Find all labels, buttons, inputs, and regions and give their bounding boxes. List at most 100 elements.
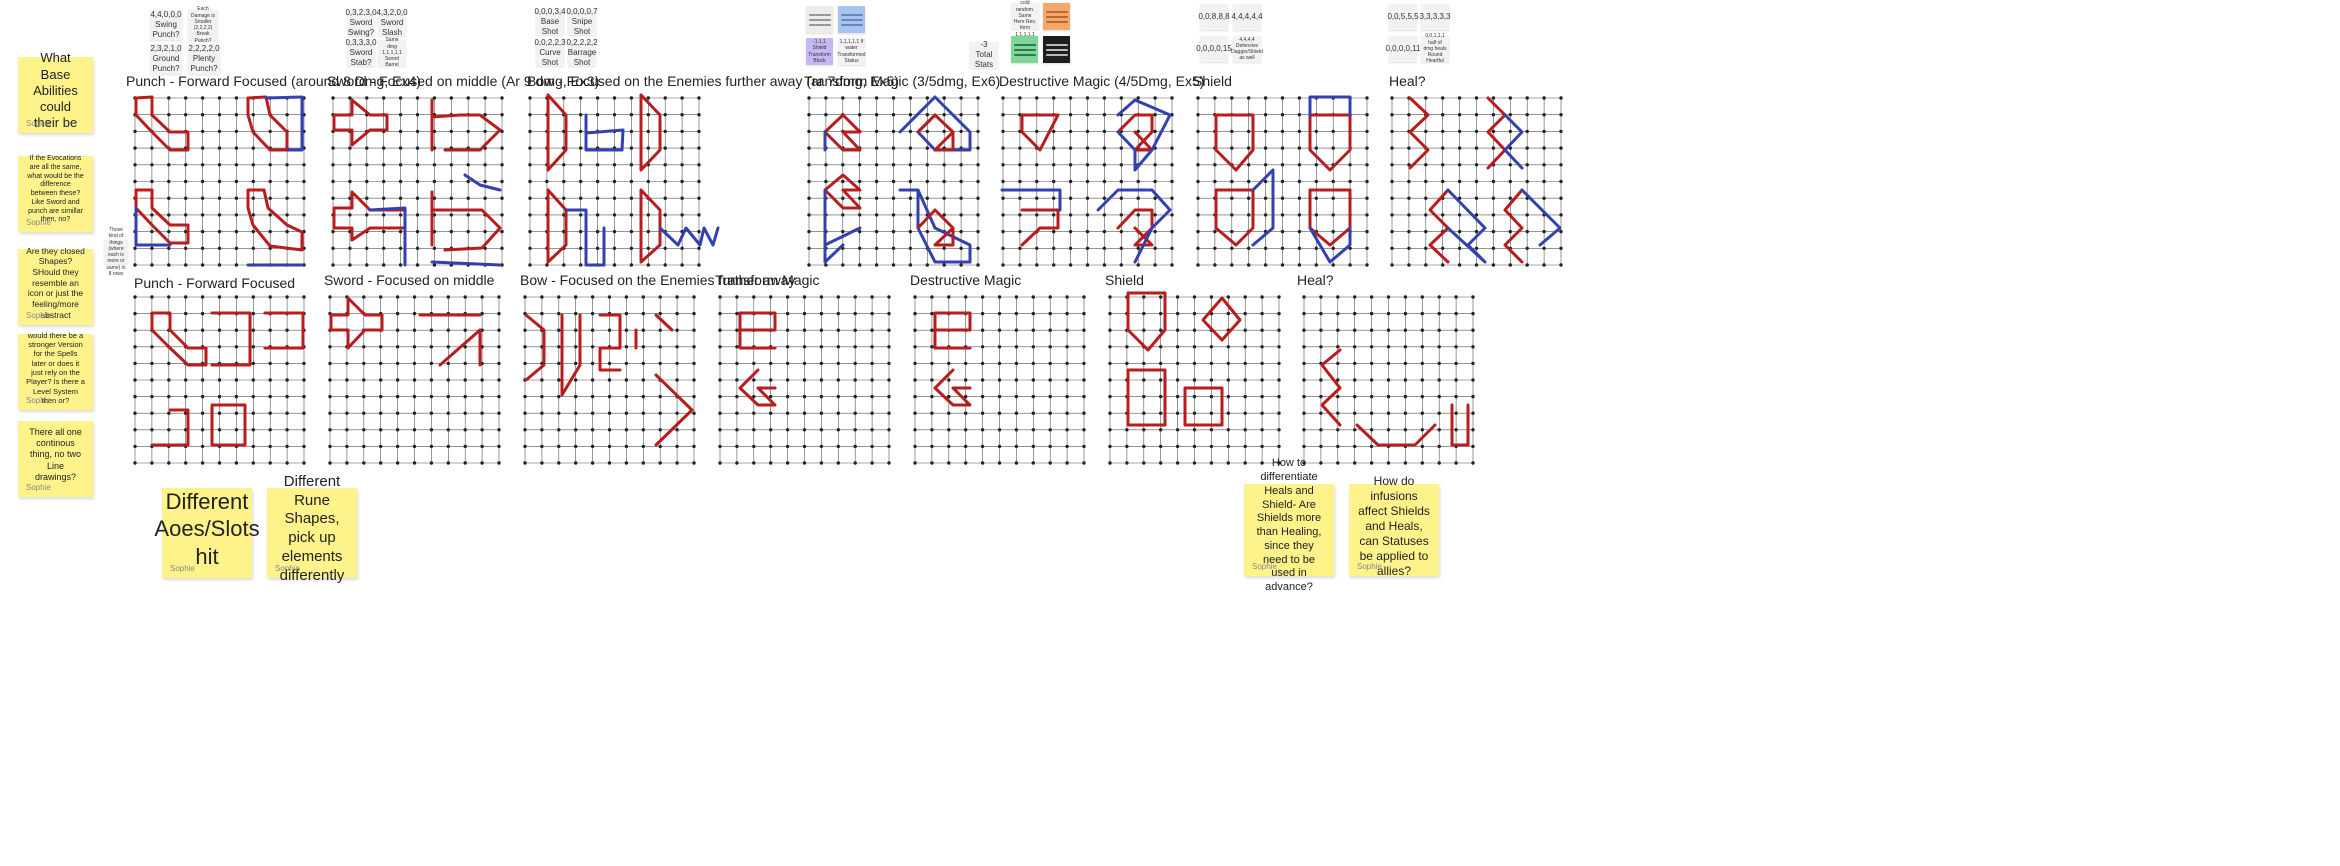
sticky-text: Different Rune Shapes, pick up elements … [279, 472, 345, 584]
mini-note[interactable]: 0,0,8,8,8 [1198, 4, 1230, 30]
mini-note[interactable]: 0,2,2,2,2 Barrage Shot [566, 38, 597, 67]
grid-dot [1369, 394, 1374, 399]
mini-note[interactable]: 4,4,4,4,4 [1231, 4, 1263, 30]
dot-grid-bow-top[interactable] [528, 96, 701, 267]
sticky-note[interactable]: Different Aoes/Slots hit Sophie [154, 488, 260, 578]
dot-grid-destructive-bottom[interactable] [913, 295, 1086, 465]
grid-dot [1213, 263, 1217, 267]
grid-dot [1441, 113, 1445, 117]
mini-note[interactable]: 0,0,0,0,15 [1196, 36, 1232, 62]
sticky-note[interactable]: Different Rune Shapes, pick up elements … [267, 473, 357, 584]
grid-dot [150, 461, 154, 465]
mini-note[interactable]: 2,3,2,1,0 Ground Punch? [150, 44, 182, 74]
grid-dot [1525, 229, 1529, 234]
grid-dot [769, 394, 773, 399]
mini-note[interactable]: 3,3,3,3,3 [1419, 4, 1451, 30]
grid-dot [1175, 311, 1180, 316]
grid-dot [1196, 163, 1200, 167]
dot-grid-destructive-top[interactable] [1001, 96, 1174, 267]
mini-note[interactable]: -1,1,1 Shield Transform Block [806, 38, 833, 65]
grid-dot [217, 378, 222, 382]
grid-dot [1491, 129, 1496, 134]
mini-note[interactable]: 0,0,5,5,5 [1387, 4, 1419, 30]
mini-note[interactable]: 0,2,2 a cold random. Same Here Res. form… [1011, 0, 1039, 38]
mini-note[interactable]: 0,3,2,3,0 Sword Swing? [345, 8, 376, 37]
small-note[interactable]: Those kind of things (where each is more… [104, 227, 128, 277]
mini-note[interactable]: 4,4,0,0,0 Swing Punch? [150, 10, 182, 40]
grid-dot [735, 378, 739, 382]
mini-note[interactable]: -3 Total Stats [970, 40, 998, 69]
grid-dot [718, 361, 722, 366]
grid-dot [1403, 345, 1408, 349]
mini-note[interactable]: 0,0,0,0,11 [1386, 36, 1421, 62]
grid-dot [200, 163, 205, 167]
grid-dot [167, 394, 171, 399]
card-black[interactable] [1043, 36, 1070, 63]
grid-dot [432, 229, 437, 234]
mini-note[interactable]: 4,4,4,4 Defensive Dagger/Shield as well [1231, 36, 1263, 62]
grid-dot [1082, 345, 1086, 349]
dot-grid-heal-bottom[interactable] [1302, 295, 1475, 465]
grid-dot [395, 328, 400, 332]
grid-dot [675, 411, 679, 415]
grid-dot [133, 428, 137, 432]
grid-dot [268, 213, 272, 217]
grid-dot [133, 295, 137, 299]
grid-dot [1559, 229, 1563, 234]
card-blue[interactable] [838, 6, 865, 33]
mini-note[interactable]: 1,1,1,1,1 If water Transformed Status [837, 38, 866, 65]
mini-note[interactable]: 2,2,2,2,0 Plenty Punch? [188, 44, 220, 74]
mini-note[interactable]: 0,3,3,3,0 Sword Stab? [345, 38, 376, 67]
mini-note[interactable]: 0,0,0,3,4 Base Shot [534, 7, 565, 36]
grid-dot [785, 461, 790, 465]
sticky-note[interactable]: There all one continous thing, no two Li… [18, 421, 93, 497]
mini-note[interactable]: 4,3,2,0,0 Sword Slash [376, 8, 407, 37]
dot-grid-transform-top[interactable] [807, 96, 980, 267]
grid-dot [398, 196, 403, 200]
grid-dot [1125, 361, 1129, 366]
sticky-author: Sophie [26, 396, 51, 405]
grid-dot [612, 96, 617, 100]
grid-dot [680, 163, 684, 167]
grid-dot [415, 179, 420, 184]
grid-dot [1302, 394, 1306, 399]
mini-note[interactable]: Each Damage is Smaller (2,2,2,2) Break P… [188, 6, 218, 44]
dot-grid-bow-bottom[interactable] [523, 295, 696, 465]
grid-dot [785, 295, 790, 299]
mini-note[interactable]: 0,0,0,0,7 Snipe Shot [566, 7, 597, 36]
grid-dot [718, 444, 722, 449]
grid-dot [1302, 295, 1306, 299]
sticky-note[interactable]: How to differentiate Heals and Shield- A… [1244, 457, 1334, 593]
grid-dot [1525, 179, 1529, 184]
grid-label: Shield [1193, 73, 1232, 89]
grid-dot [1390, 229, 1394, 234]
sticky-note[interactable]: Are they closed Shapes? SHould they rese… [18, 246, 93, 325]
grid-dot [1142, 394, 1146, 399]
grid-dot [1085, 229, 1090, 234]
sticky-note[interactable]: If the Evocations are all the same, what… [18, 155, 93, 232]
grid-dot [752, 428, 756, 432]
grid-dot [1263, 129, 1268, 134]
grid-dot [523, 461, 527, 465]
grid-dot [930, 461, 934, 465]
card-orange[interactable] [1043, 3, 1070, 30]
card-green[interactable] [1011, 36, 1038, 63]
grid-dot [1559, 196, 1563, 200]
card-grey[interactable] [806, 6, 833, 33]
grid-dot [1390, 246, 1394, 250]
sticky-note[interactable]: How do infusions affect Shields and Heal… [1349, 474, 1439, 578]
mini-note[interactable]: 0,0,2,2,3 Curve Shot [534, 38, 565, 67]
sticky-note[interactable]: What Base Abilities could their be Sophi… [18, 50, 93, 133]
grid-dot [1474, 129, 1479, 134]
grid-dot [1226, 411, 1230, 415]
mini-note-text: Each Damage is Smaller (2,2,2,2) Break P… [191, 6, 215, 44]
grid-dot [590, 394, 595, 399]
mini-note[interactable]: 0,0,1,1,1 half of dmg heals Round Heartf… [1421, 33, 1449, 64]
grid-dot [500, 179, 504, 184]
grid-dot [663, 146, 667, 150]
sticky-note[interactable]: would there be a stronger Version for th… [18, 331, 93, 410]
grid-dot [1159, 411, 1163, 415]
grid-dot [1014, 345, 1019, 349]
grid-dot [463, 411, 467, 415]
mini-note[interactable]: Same dmg 1,1,1,1,1 Sword Barrel [378, 37, 406, 68]
